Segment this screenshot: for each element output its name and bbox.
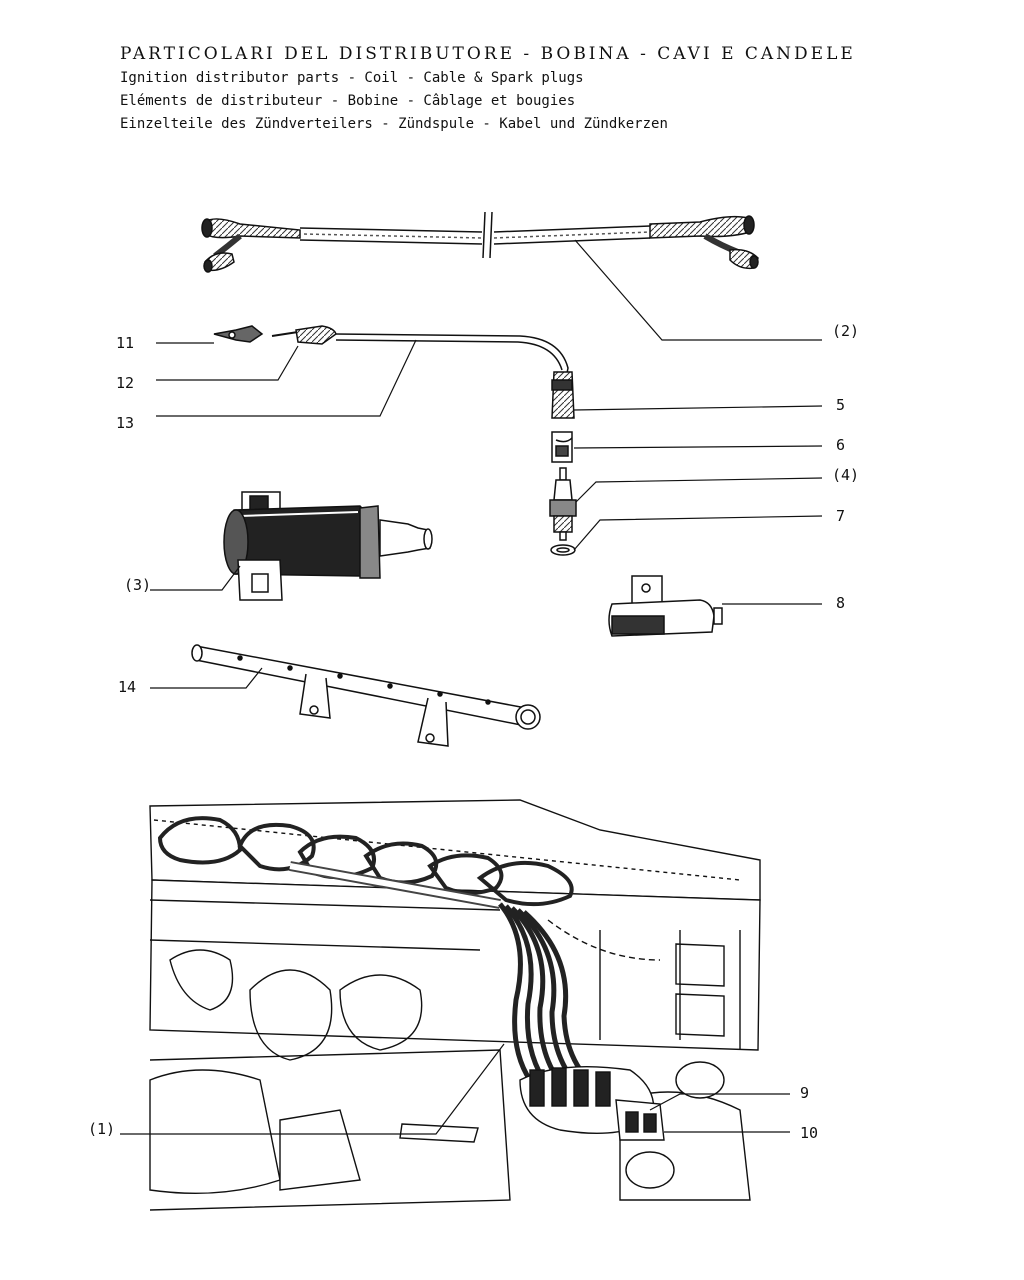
callout-part-4: (4) — [832, 466, 860, 484]
callout-part-8: 8 — [836, 594, 846, 612]
callout-part-6: 6 — [836, 436, 846, 454]
callout-part-13: 13 — [116, 414, 135, 432]
callout-part-12: 12 — [116, 374, 135, 392]
engine-installation-view — [120, 799, 790, 1211]
suppressor-part-8 — [608, 575, 822, 637]
ignition-coil-part-3 — [150, 491, 433, 601]
callout-part-2: (2) — [832, 322, 860, 340]
title-italian: PARTICOLARI DEL DISTRIBUTORE - BOBINA - … — [120, 44, 856, 64]
coil-lead-parts-11-12-13 — [156, 325, 823, 556]
ignition-cable-part-2 — [201, 211, 822, 341]
callout-part-1: (1) — [88, 1120, 116, 1138]
callout-part-11: 11 — [116, 334, 135, 352]
title-french: Eléments de distributeur - Bobine - Câbl… — [120, 93, 576, 109]
callout-part-5: 5 — [836, 396, 846, 414]
callout-part-3: (3) — [124, 576, 152, 594]
callout-part-14: 14 — [118, 678, 137, 696]
cable-guide-tube-part-14 — [150, 644, 541, 747]
callout-part-9: 9 — [800, 1084, 810, 1102]
title-english: Ignition distributor parts - Coil - Cabl… — [120, 70, 584, 86]
title-german: Einzelteile des Zündverteilers - Zündspu… — [120, 116, 668, 132]
callout-part-10: 10 — [800, 1124, 819, 1142]
callout-part-7: 7 — [836, 507, 846, 525]
